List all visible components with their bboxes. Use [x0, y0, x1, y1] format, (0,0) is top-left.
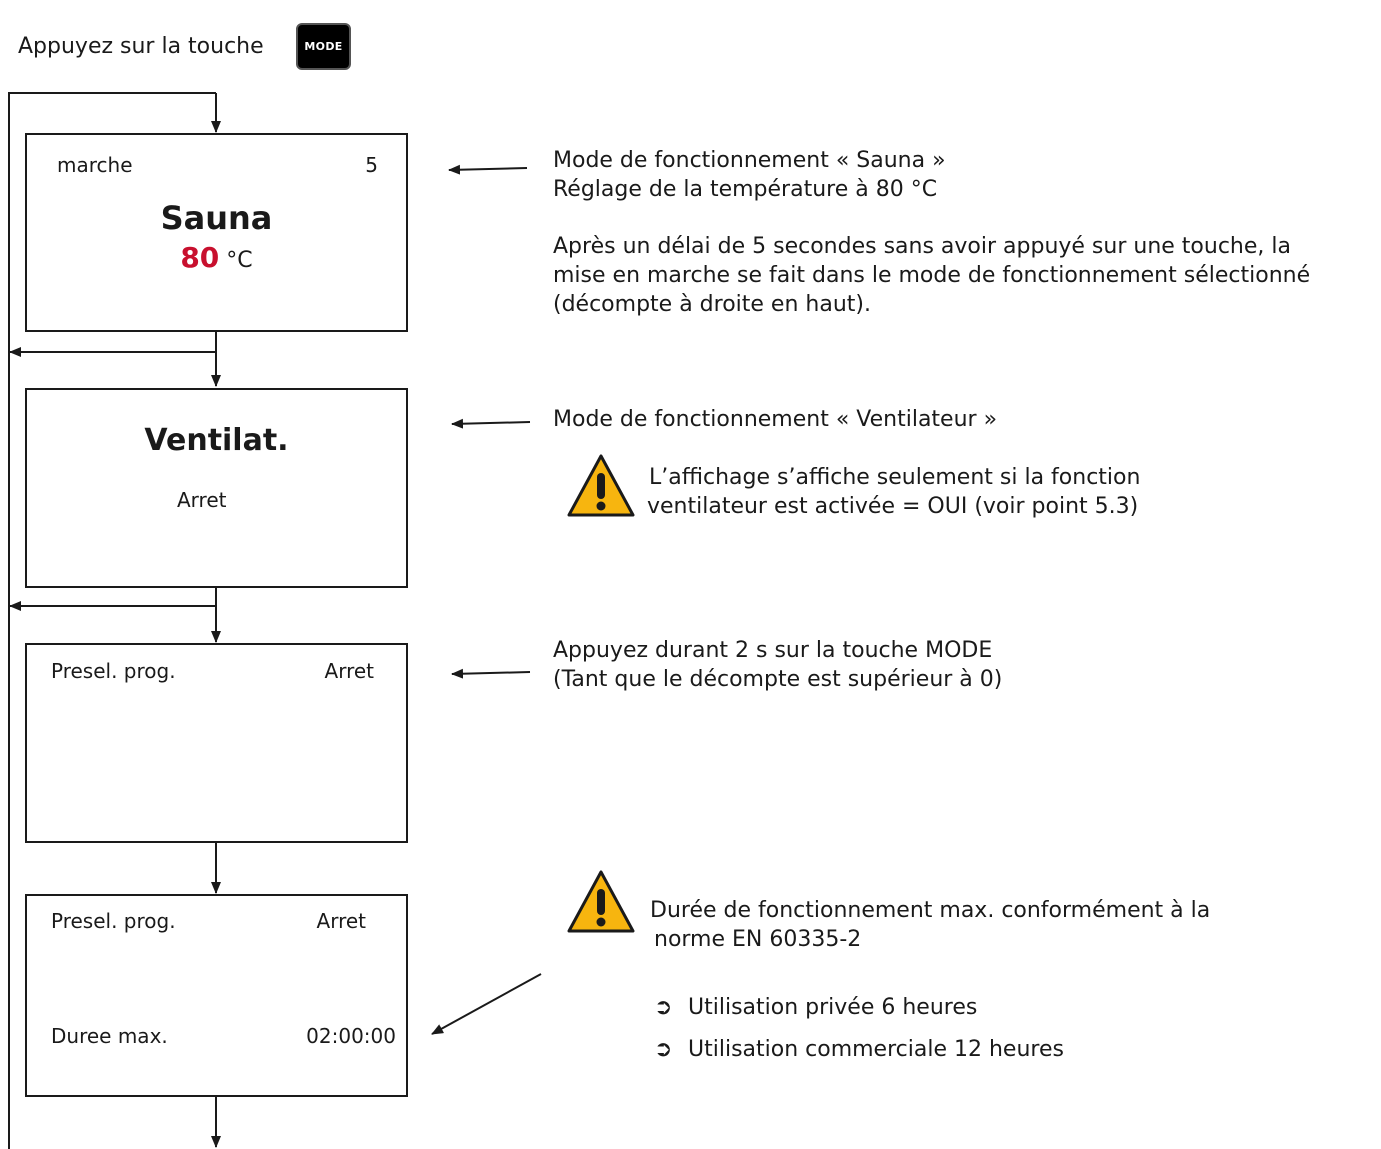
display-screen-preselection: Presel. prog. Arret — [25, 643, 408, 843]
bullet-private-use: Utilisation privée 6 heures — [688, 995, 978, 1020]
warning-vent-line2: ventilateur est activée = OUI (voir poin… — [647, 494, 1139, 519]
status-label: marche — [57, 153, 133, 177]
mode-title: Ventilat. — [144, 423, 289, 458]
arrow-bullet-icon: ➲ — [654, 1037, 673, 1062]
note-sauna-line1: Mode de fonctionnement « Sauna » — [553, 148, 946, 173]
note-sauna-para-line1: Après un délai de 5 secondes sans avoir … — [553, 234, 1291, 259]
warning-icon — [567, 454, 635, 517]
note-sauna-line2: Réglage de la température à 80 °C — [553, 177, 938, 202]
countdown-value: 5 — [365, 153, 378, 177]
warning-duration-line1: Durée de fonctionnement max. conformémen… — [650, 898, 1211, 923]
display-screen-ventilator: Ventilat. Arret — [25, 388, 408, 588]
bullet-item: ➲ Utilisation privée 6 heures — [654, 993, 977, 1022]
temperature-value: 80 — [180, 241, 220, 274]
note-presel-line1: Appuyez durant 2 s sur la touche MODE — [553, 638, 993, 663]
note-vent-line1: Mode de fonctionnement « Ventilateur » — [553, 407, 998, 432]
preselection-label: Presel. prog. — [51, 659, 176, 683]
max-duration-value: 02:00:00 — [306, 1024, 396, 1048]
note-presel-line2: (Tant que le décompte est supérieur à 0) — [553, 667, 1003, 692]
note-sauna-para-line3: (décompte à droite en haut). — [553, 292, 871, 317]
warning-vent-line1: L’affichage s’affiche seulement si la fo… — [649, 465, 1141, 490]
note-sauna-para-line2: mise en marche se fait dans le mode de f… — [553, 263, 1311, 288]
bullet-item: ➲ Utilisation commerciale 12 heures — [654, 1035, 1064, 1064]
ventilator-state: Arret — [177, 488, 227, 512]
mode-title: Sauna — [160, 199, 273, 237]
preselection-label: Presel. prog. — [51, 909, 176, 933]
temperature-readout: 80 °C — [27, 243, 406, 276]
preselection-value: Arret — [324, 659, 374, 683]
warning-icon — [567, 870, 635, 933]
display-screen-max-duration: Presel. prog. Arret Duree max. 02:00:00 — [25, 894, 408, 1097]
bullet-commercial-use: Utilisation commerciale 12 heures — [688, 1037, 1064, 1062]
display-screen-sauna: marche 5 Sauna 80 °C — [25, 133, 408, 332]
warning-duration-line2: norme EN 60335-2 — [654, 927, 862, 952]
mode-key-icon: MODE — [296, 23, 351, 70]
preselection-value: Arret — [316, 909, 366, 933]
max-duration-label: Duree max. — [51, 1024, 168, 1048]
intro-text: Appuyez sur la touche — [18, 34, 264, 59]
arrow-bullet-icon: ➲ — [654, 995, 673, 1020]
temperature-unit: °C — [226, 248, 253, 273]
